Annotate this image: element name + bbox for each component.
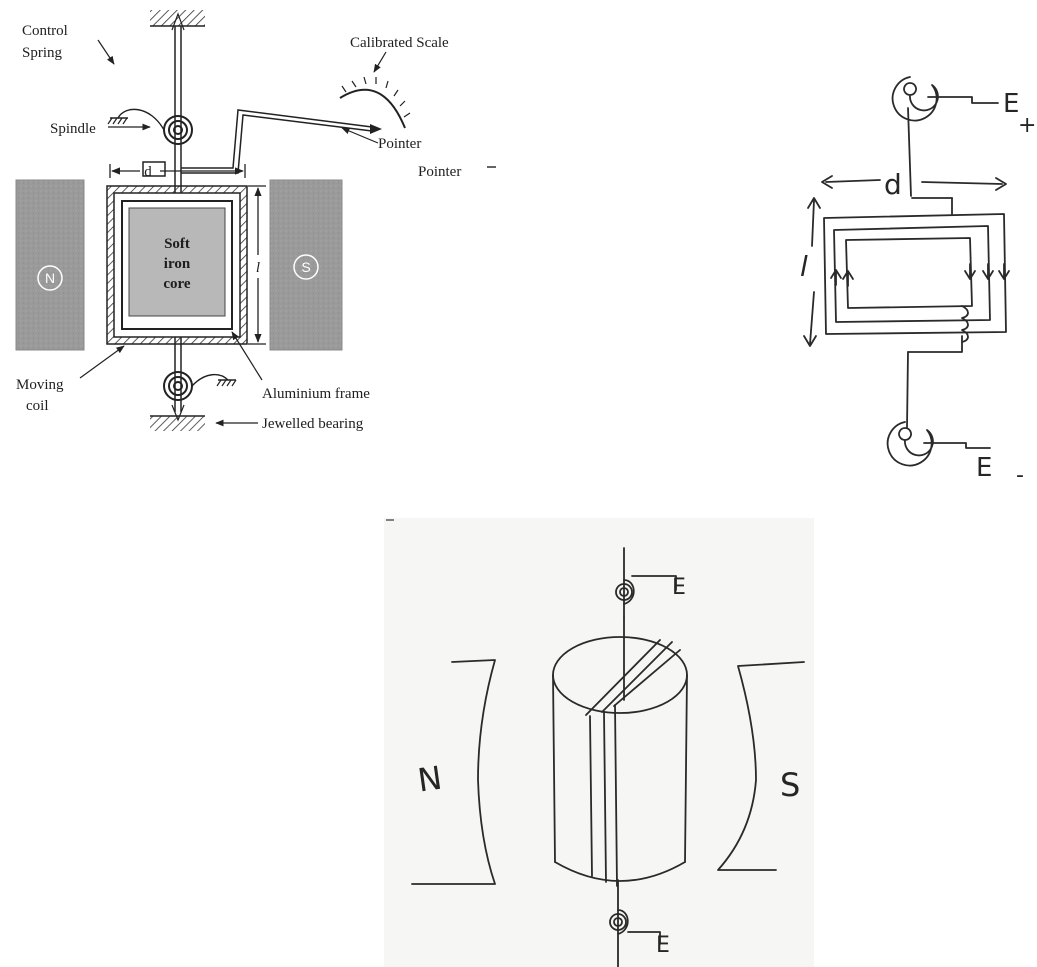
bottom-spiral-terminal: E -: [886, 421, 1024, 488]
calibrated-scale-label: Calibrated Scale: [350, 35, 449, 51]
counterweight: [142, 161, 166, 177]
coil-loops: [823, 197, 1010, 343]
bottom-spiral-terminal: E: [609, 909, 670, 958]
cylinder-north-label: N: [415, 759, 444, 800]
aluminium-frame-label: Aluminium frame: [262, 386, 370, 402]
pointer: [181, 109, 382, 174]
north-pole-bracket: N: [411, 659, 496, 885]
leader-lines: [79, 39, 387, 427]
calibrated-scale: [339, 76, 411, 129]
width-label: d: [144, 164, 152, 180]
moving-coil-label-line-2: coil: [26, 398, 49, 414]
south-pole-bracket: S: [717, 661, 805, 871]
top-terminal-sign: +: [1018, 113, 1036, 138]
top-control-spring: [107, 108, 193, 145]
cylinder-bottom-terminal-label: E: [656, 933, 670, 958]
coil-length-dimension: l: [800, 197, 821, 347]
soft-iron-core: Soft iron core: [128, 207, 226, 317]
length-dimension: l: [248, 185, 266, 345]
cylinder-sketch: E E: [384, 518, 814, 967]
core-label-line-1: Soft: [164, 236, 190, 252]
length-label: l: [256, 260, 260, 276]
bottom-lead-link: [907, 335, 963, 353]
south-pole-label: S: [301, 259, 310, 275]
coil-length-label: l: [800, 250, 808, 283]
moving-coil-label-line-1: Moving: [16, 377, 64, 393]
bottom-control-spring: [163, 371, 237, 401]
bottom-terminal-label: E: [976, 453, 992, 483]
top-lead-wire: [907, 107, 912, 197]
bottom-terminal-sign: -: [1016, 463, 1024, 488]
jewelled-bearing: [150, 415, 205, 431]
bottom-lead-wire: [906, 351, 909, 429]
coil-width-dimension: d: [821, 168, 1007, 201]
printed-pmmc-diagram: N S Soft iron core d: [15, 10, 496, 432]
control-spring-label-line-1: Control: [22, 23, 68, 39]
top-terminal-label: E: [1003, 89, 1019, 119]
cylinder-core: [552, 617, 688, 887]
jewelled-bearing-label: Jewelled bearing: [262, 416, 364, 432]
coil-sketch: E + d: [800, 76, 1036, 488]
top-spiral-terminal: E +: [891, 76, 1036, 138]
north-pole-label: N: [45, 270, 55, 286]
width-dimension: d: [109, 164, 246, 180]
core-label-line-3: core: [163, 276, 191, 292]
control-spring-label-line-2: Spring: [22, 45, 63, 61]
cylinder-south-label: S: [780, 766, 800, 804]
core-label-line-2: iron: [164, 256, 191, 272]
south-pole-magnet: S: [269, 179, 343, 351]
north-pole-magnet: N: [15, 179, 85, 351]
sketch-paper: [384, 518, 814, 967]
cylinder-top-terminal-label: E: [672, 575, 686, 600]
spindle-label: Spindle: [50, 121, 96, 137]
top-spiral-terminal: E: [615, 575, 686, 605]
coil-width-label: d: [884, 168, 902, 201]
pointer-label: Pointer: [378, 136, 421, 152]
pointer-label-2: Pointer: [418, 164, 461, 180]
top-anchor: [150, 10, 205, 27]
